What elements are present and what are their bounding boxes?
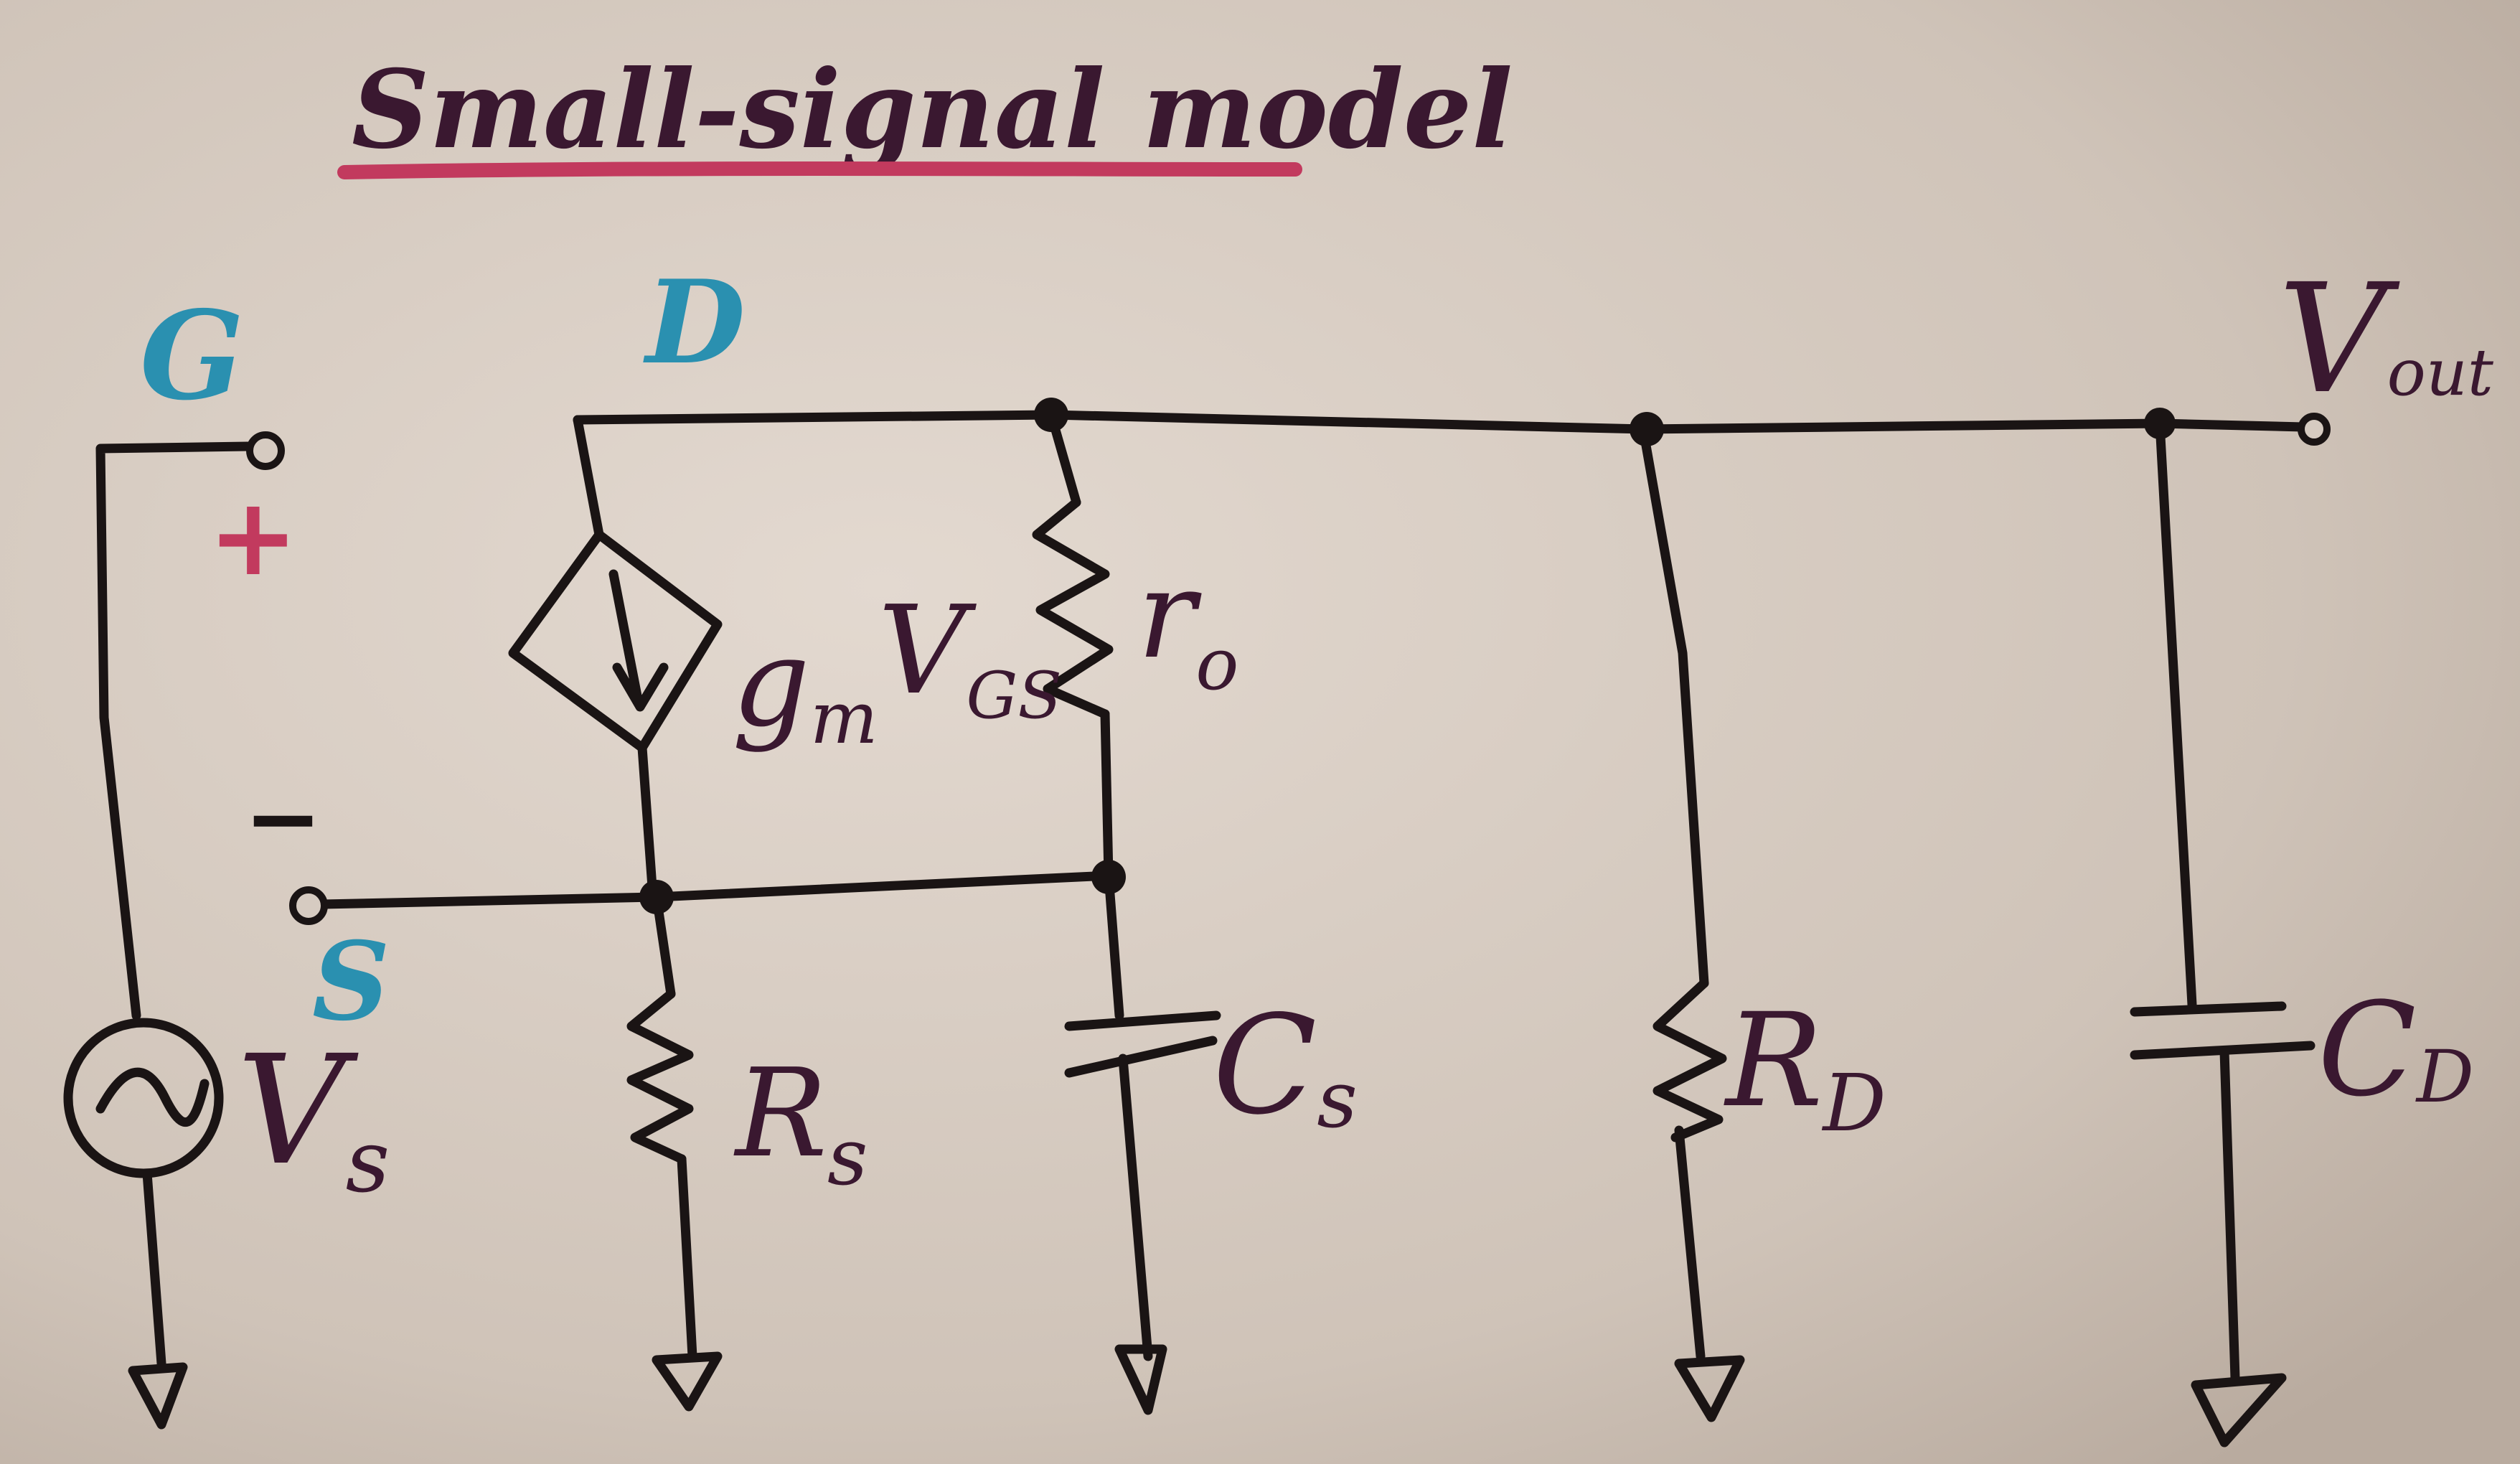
junction-dot [1630, 412, 1664, 446]
rd-letter: R [1724, 986, 1823, 1136]
cd-subscript: D [2415, 1035, 2474, 1119]
vout-letter: V [2278, 251, 2400, 427]
cd-wire-top [2155, 418, 2197, 1010]
rs-label: Rs [733, 1043, 868, 1203]
current-arrow-icon [608, 569, 669, 712]
rs-resistor-icon [626, 989, 694, 1164]
current-source-label: gmVGS [732, 580, 1062, 760]
rd-wire-bottom [1674, 1125, 1706, 1361]
ground-icon [128, 1362, 188, 1430]
current-source-wire-bottom [637, 743, 658, 902]
node-label-drain: D [643, 255, 746, 390]
vs-subscript: s [346, 1112, 390, 1212]
vgs-subscript: GS [966, 658, 1062, 733]
vout-terminal [2298, 413, 2331, 446]
rd-resistor-icon [1652, 978, 1727, 1142]
cs-letter: C [1213, 986, 1317, 1145]
cd-letter: C [2318, 975, 2417, 1125]
title-group: Small-signal model [337, 47, 1513, 179]
gm-letter: g [732, 612, 810, 754]
ground-icon [1114, 1344, 1167, 1415]
junction-dot [1034, 398, 1068, 432]
cs-label: Cs [1213, 986, 1358, 1145]
rs-letter: R [733, 1043, 827, 1185]
junction-dot [1091, 860, 1126, 894]
vs-letter: V [237, 1023, 359, 1198]
cs-capacitor-plate-bottom [1064, 1036, 1218, 1078]
rd-label: RD [1724, 986, 1886, 1149]
junction-dot [2144, 408, 2176, 439]
cd-wire-bottom [2219, 1046, 2240, 1383]
rd-wire-top [1638, 424, 1709, 988]
polarity-plus: + [208, 475, 298, 600]
vout-subscript: out [2387, 335, 2494, 410]
ground-icon [1674, 1355, 1745, 1422]
ro-letter: r [1137, 544, 1202, 686]
cs-wire-top [1104, 871, 1124, 1020]
cd-label: CD [2318, 975, 2474, 1125]
vs-wire-bottom [142, 1168, 166, 1369]
cs-capacitor-plate-top [1064, 1010, 1221, 1031]
ground-icon [2191, 1373, 2287, 1447]
gate-terminal [246, 431, 285, 470]
ro-resistor-icon [1032, 497, 1114, 719]
gate-wire [95, 441, 253, 1020]
ground-icon [652, 1351, 723, 1412]
title-underline [337, 161, 1302, 179]
source-terminal [289, 886, 328, 925]
cs-wire-bottom [1118, 1054, 1153, 1361]
node-label-gate: G [140, 284, 244, 428]
node-label-source: S [312, 919, 390, 1045]
vout-label: Vout [2278, 251, 2494, 427]
polarity-minus: − [244, 764, 322, 873]
vgs-letter: V [878, 580, 977, 722]
rs-subscript: s [827, 1111, 868, 1203]
title-text: Small-signal model [352, 47, 1513, 173]
ro-subscript: o [1195, 622, 1238, 706]
ro-wire-bottom [1100, 709, 1114, 881]
ro-label: ro [1137, 544, 1238, 706]
cd-capacitor-plate-top [2130, 1001, 2287, 1017]
cs-subscript: s [1317, 1054, 1357, 1145]
ac-tilde-icon [95, 1067, 210, 1127]
gm-subscript: m [810, 676, 878, 760]
vs-label: Vs [237, 1023, 390, 1212]
current-source-wire-top [573, 415, 604, 540]
rs-wire-bottom [677, 1154, 697, 1361]
rd-subscript: D [1822, 1057, 1886, 1149]
junction-dot [639, 880, 674, 914]
